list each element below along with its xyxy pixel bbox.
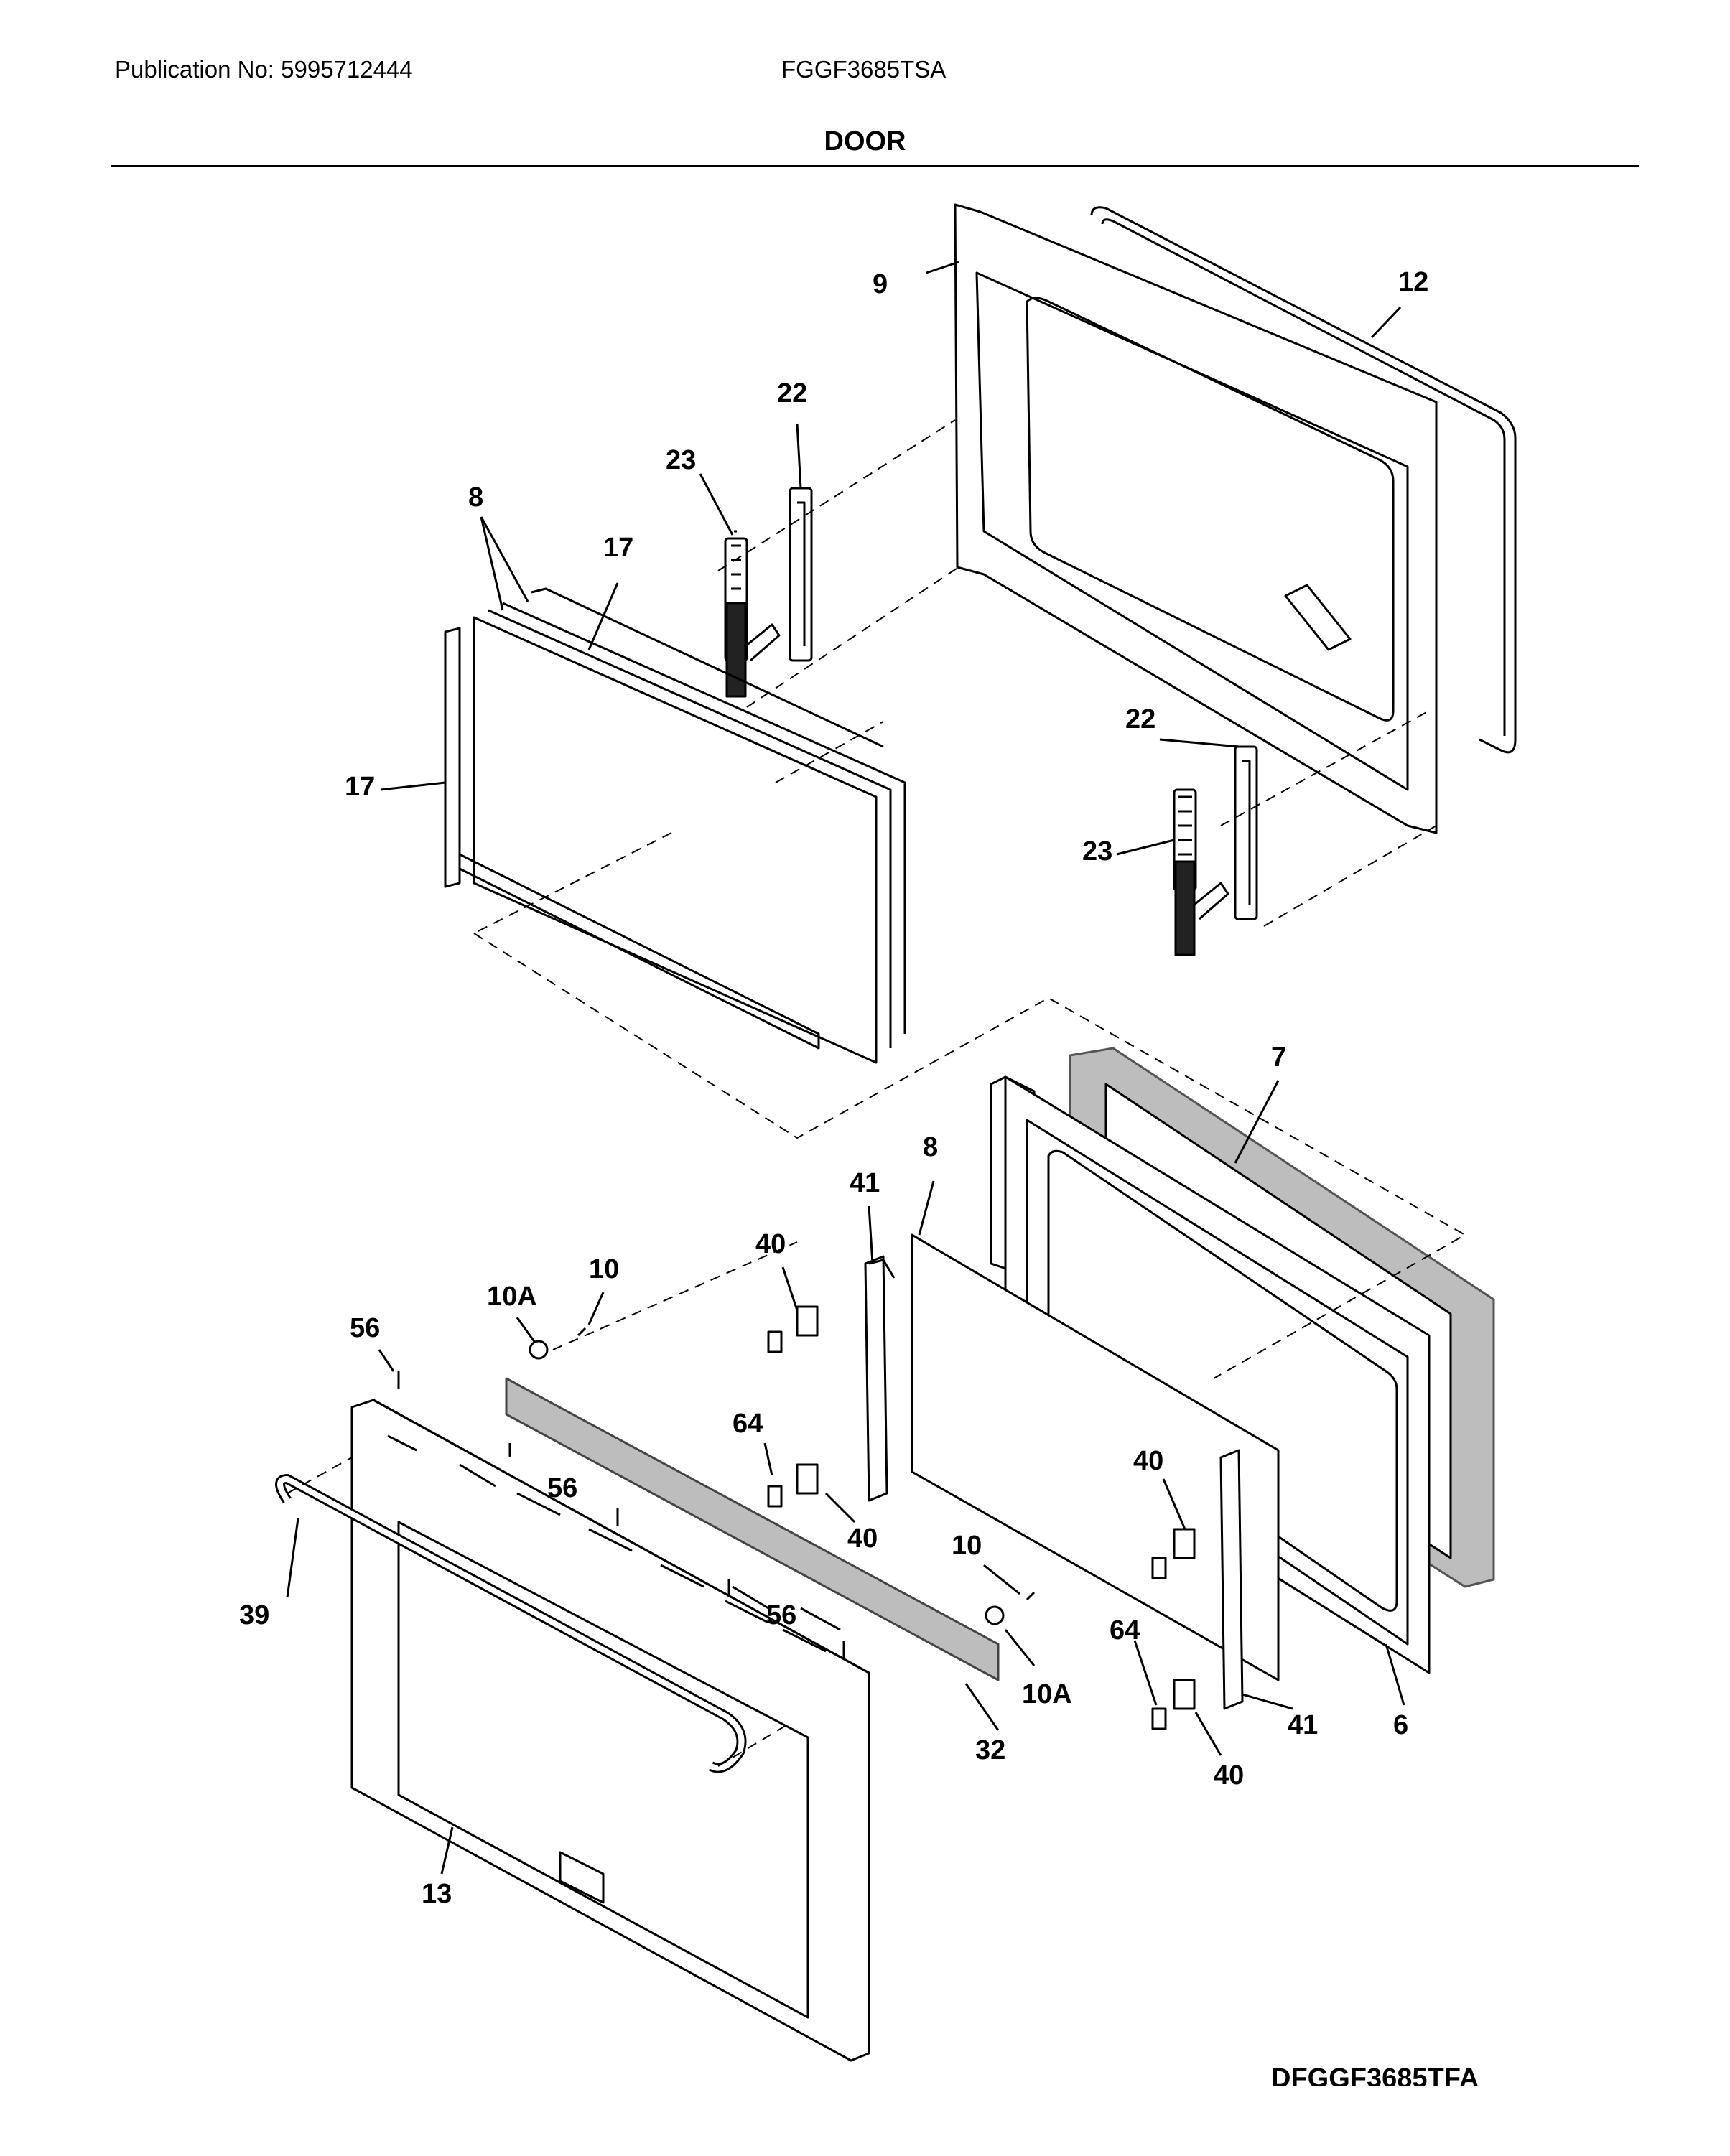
clips-right bbox=[1151, 1528, 1196, 1730]
callout-label: 8 bbox=[468, 482, 483, 513]
header-rule bbox=[111, 165, 1639, 167]
clips-left bbox=[767, 1305, 819, 1508]
hinge-lower bbox=[1173, 788, 1229, 956]
callout-label: 39 bbox=[239, 1600, 269, 1630]
vent-trim-part-32 bbox=[505, 1377, 1000, 1681]
callout-label: 12 bbox=[1398, 267, 1428, 297]
callout-label: 40 bbox=[1133, 1446, 1163, 1476]
callout-label: 13 bbox=[422, 1879, 452, 1909]
fasteners bbox=[397, 1327, 1036, 1658]
diagram-code: DFGGF3685TFA bbox=[1271, 2063, 1479, 2086]
door-handle-part-39 bbox=[275, 1474, 747, 1773]
glass-lower bbox=[911, 1233, 1280, 1681]
hinge-receiver-lower bbox=[1234, 745, 1258, 920]
outer-door-part-13 bbox=[350, 1399, 870, 2062]
callout-label: 64 bbox=[1110, 1615, 1140, 1646]
callout-label: 64 bbox=[733, 1409, 763, 1439]
callout-label: 9 bbox=[873, 269, 888, 299]
callout-label: 22 bbox=[1125, 704, 1155, 734]
callout-label: 41 bbox=[1288, 1710, 1318, 1740]
section-title: DOOR bbox=[824, 126, 906, 157]
callout-label: 23 bbox=[1082, 836, 1112, 867]
callout-label: 41 bbox=[850, 1168, 880, 1198]
door-liner-part-9 bbox=[954, 203, 1438, 834]
hinge-upper bbox=[724, 530, 781, 698]
callout-label: 7 bbox=[1271, 1042, 1286, 1073]
callout-label: 56 bbox=[350, 1313, 380, 1343]
callout-label: 10A bbox=[1022, 1679, 1072, 1709]
callout-labels: 9 12 22 23 8 17 17 22 23 7 8 41 40 10A 1… bbox=[239, 267, 1428, 1909]
callout-label: 10 bbox=[952, 1531, 982, 1561]
callout-label: 8 bbox=[923, 1132, 938, 1162]
callout-label: 17 bbox=[345, 772, 375, 802]
callout-label: 22 bbox=[777, 378, 807, 409]
door-gasket-part-12 bbox=[1090, 206, 1517, 754]
callout-label: 10A bbox=[487, 1282, 537, 1312]
callout-label: 10 bbox=[589, 1254, 619, 1284]
callout-label: 32 bbox=[975, 1735, 1005, 1765]
callout-label: 40 bbox=[755, 1229, 786, 1259]
publication-number: Publication No: 5995712444 bbox=[115, 56, 413, 83]
callout-label: 17 bbox=[603, 533, 633, 563]
callout-label: 56 bbox=[766, 1600, 796, 1630]
glass-pack-upper bbox=[444, 587, 906, 1064]
callout-label: 40 bbox=[847, 1523, 878, 1554]
callout-label: 23 bbox=[666, 445, 696, 475]
callout-label: 6 bbox=[1393, 1710, 1408, 1740]
callout-label: 40 bbox=[1214, 1760, 1244, 1791]
model-number: FGGF3685TSA bbox=[781, 56, 947, 83]
callout-label: 56 bbox=[547, 1473, 577, 1503]
bracket-41-right bbox=[1219, 1449, 1244, 1710]
bracket-41-left bbox=[864, 1255, 896, 1502]
